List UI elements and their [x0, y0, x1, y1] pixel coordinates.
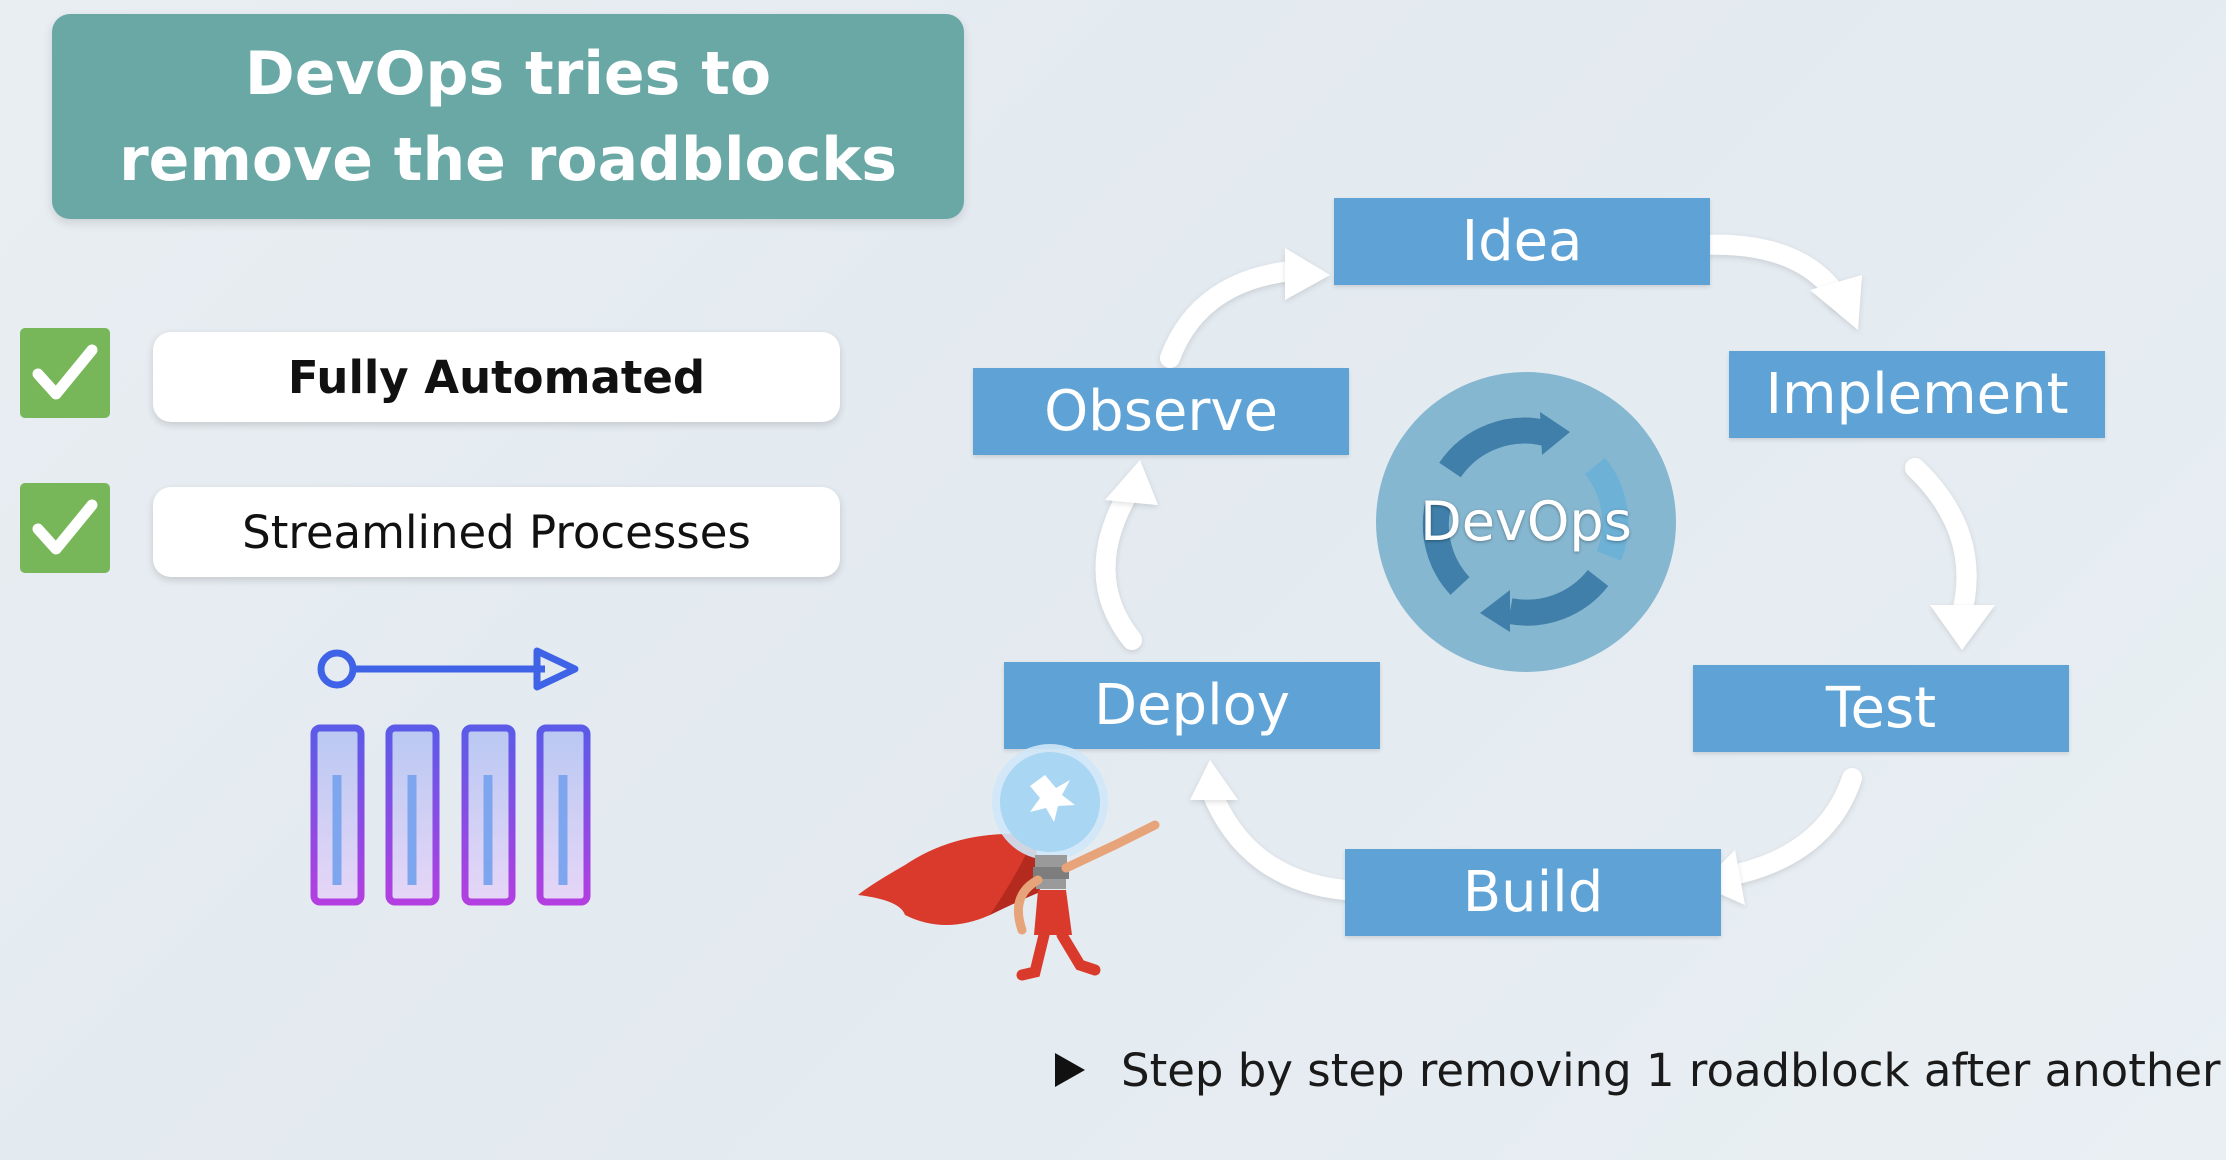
title-line-2: remove the roadblocks	[119, 124, 897, 195]
title-line-1: DevOps tries to	[244, 38, 772, 109]
step-deploy: Deploy	[1004, 662, 1380, 749]
step-observe: Observe	[973, 368, 1349, 455]
checklist-label: Streamlined Processes	[242, 505, 751, 559]
checklist-label: Fully Automated	[287, 350, 706, 404]
checkmark-icon	[20, 483, 110, 573]
title-banner: DevOps tries to remove the roadblocks	[52, 14, 964, 219]
step-test: Test	[1693, 665, 2069, 752]
play-icon	[1055, 1053, 1085, 1087]
step-build: Build	[1345, 849, 1721, 936]
devops-center-label: DevOps	[1420, 489, 1632, 553]
checklist-item-fully-automated: Fully Automated	[153, 332, 840, 422]
step-idea: Idea	[1334, 198, 1710, 285]
footer-note: Step by step removing 1 roadblock after …	[1055, 1040, 2221, 1100]
checkmark-icon	[20, 328, 110, 418]
checklist-item-streamlined-processes: Streamlined Processes	[153, 487, 840, 577]
step-implement: Implement	[1729, 351, 2105, 438]
footer-text: Step by step removing 1 roadblock after …	[1121, 1043, 2221, 1097]
